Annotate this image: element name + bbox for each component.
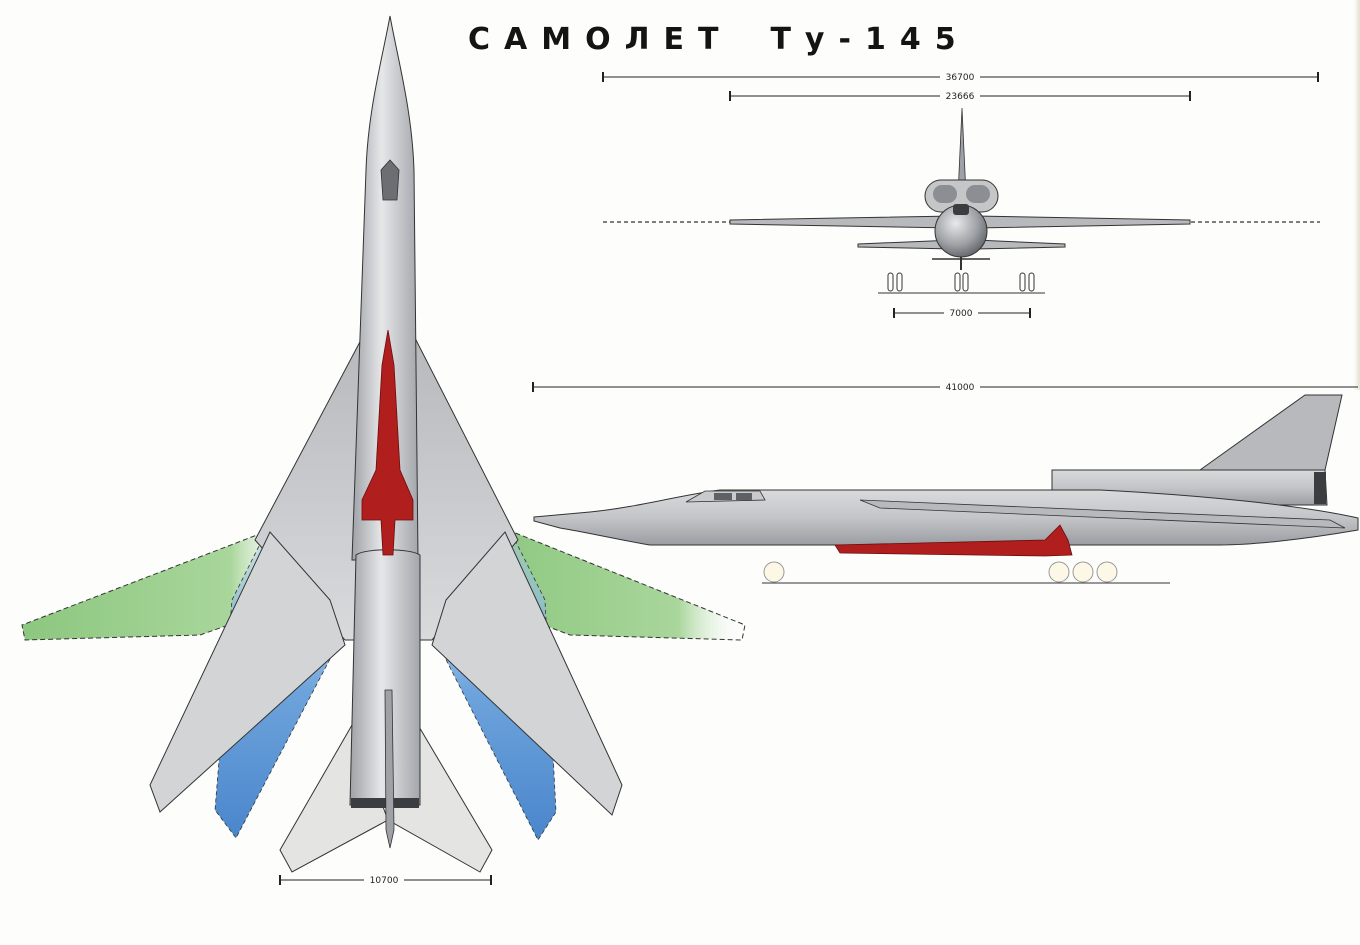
missile-side bbox=[834, 524, 1073, 557]
page-edge-shadow bbox=[1354, 0, 1360, 390]
dim-label-23666: 23666 bbox=[946, 92, 975, 102]
wing-extended-left bbox=[21, 529, 301, 641]
top-view bbox=[21, 15, 746, 873]
exhaust bbox=[351, 798, 419, 808]
dim-label-36700: 36700 bbox=[946, 73, 975, 83]
dim-label-7000: 7000 bbox=[950, 309, 973, 319]
fin-side bbox=[1198, 394, 1343, 471]
wing-swept-left bbox=[149, 531, 346, 813]
side-view bbox=[533, 394, 1359, 584]
dim-label-10700: 10700 bbox=[370, 876, 399, 886]
canopy-front bbox=[953, 204, 969, 215]
drawing-title: САМОЛЕТ Ту-145 bbox=[468, 22, 970, 57]
fuselage-side bbox=[533, 489, 1359, 546]
dim-label-41000: 41000 bbox=[946, 383, 975, 393]
canopy-top bbox=[380, 159, 400, 201]
main-gear-front bbox=[887, 272, 1035, 292]
title-model: Ту-145 bbox=[770, 22, 970, 57]
intake-right-opening bbox=[966, 185, 990, 203]
wing-swept-right bbox=[431, 531, 623, 816]
missile-top bbox=[361, 329, 414, 556]
dimension-labels: 36700 23666 7000 41000 10700 bbox=[364, 71, 980, 886]
intake-left-opening bbox=[933, 185, 957, 203]
engine-nacelle bbox=[349, 549, 421, 806]
cockpit-window-1 bbox=[714, 493, 732, 500]
exhaust-side bbox=[1314, 472, 1326, 504]
cockpit-window-2 bbox=[736, 493, 752, 500]
title-word-aircraft: САМОЛЕТ bbox=[468, 22, 733, 57]
gear-side bbox=[763, 561, 1118, 583]
front-view bbox=[603, 107, 1320, 294]
wing-side bbox=[859, 499, 1346, 529]
fin-top bbox=[384, 689, 395, 849]
